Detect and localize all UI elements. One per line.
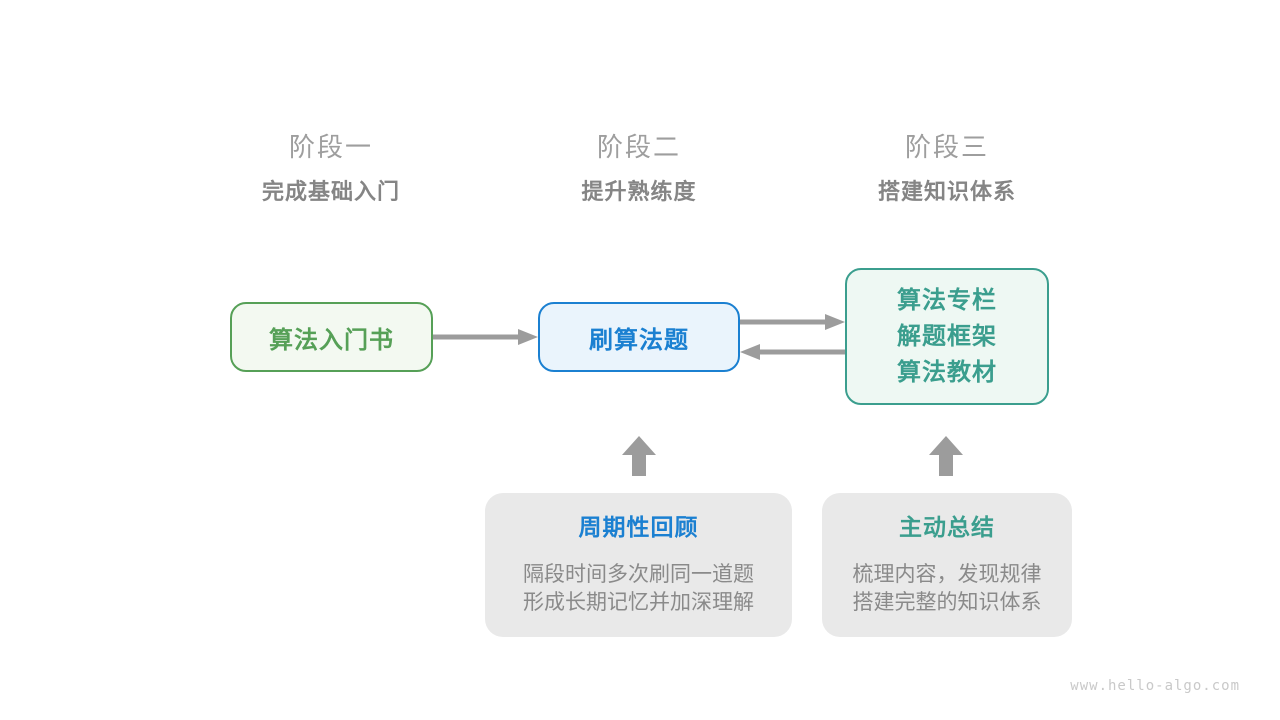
stage-2-label: 阶段二	[596, 132, 681, 162]
callout-active-summary-body: 梳理内容，发现规律 搭建完整的知识体系	[822, 561, 1072, 617]
callout-periodic-review-body: 隔段时间多次刷同一道题 形成长期记忆并加深理解	[485, 561, 792, 617]
node-knowledge-line-1: 算法专栏	[897, 286, 997, 314]
node-intro-book-label: 算法入门书	[269, 326, 394, 354]
node-practice-label: 刷算法题	[589, 326, 689, 354]
up-arrow-icon	[622, 436, 656, 476]
node-knowledge: 算法专栏 解题框架 算法教材	[845, 268, 1049, 405]
callout-active-summary: 主动总结 梳理内容，发现规律 搭建完整的知识体系	[822, 493, 1072, 637]
watermark: www.hello-algo.com	[1070, 678, 1240, 694]
node-practice: 刷算法题	[538, 302, 740, 372]
callout-periodic-review: 周期性回顾 隔段时间多次刷同一道题 形成长期记忆并加深理解	[485, 493, 792, 637]
stage-3-label: 阶段三	[904, 132, 989, 162]
stage-1-subtitle: 完成基础入门	[261, 179, 400, 204]
stage-3-header: 阶段三 搭建知识体系	[817, 131, 1077, 206]
callout-active-summary-title: 主动总结	[899, 514, 995, 540]
stage-1-header: 阶段一 完成基础入门	[201, 131, 461, 206]
node-intro-book: 算法入门书	[230, 302, 433, 372]
node-knowledge-line-3: 算法教材	[897, 358, 997, 386]
left-arrow-icon	[740, 344, 845, 360]
callout-body-line: 搭建完整的知识体系	[852, 591, 1042, 614]
up-arrow-icon	[929, 436, 963, 476]
callout-body-line: 梳理内容，发现规律	[852, 563, 1042, 586]
right-arrow-icon	[740, 314, 845, 330]
right-arrow-icon	[433, 329, 538, 345]
callout-body-line: 隔段时间多次刷同一道题	[523, 563, 754, 586]
stage-2-subtitle: 提升熟练度	[581, 179, 697, 204]
stage-3-subtitle: 搭建知识体系	[877, 179, 1016, 204]
stage-1-label: 阶段一	[288, 132, 373, 162]
callout-body-line: 形成长期记忆并加深理解	[523, 591, 754, 614]
stage-2-header: 阶段二 提升熟练度	[509, 131, 769, 206]
callout-periodic-review-title: 周期性回顾	[578, 514, 699, 540]
node-knowledge-line-2: 解题框架	[897, 322, 997, 350]
